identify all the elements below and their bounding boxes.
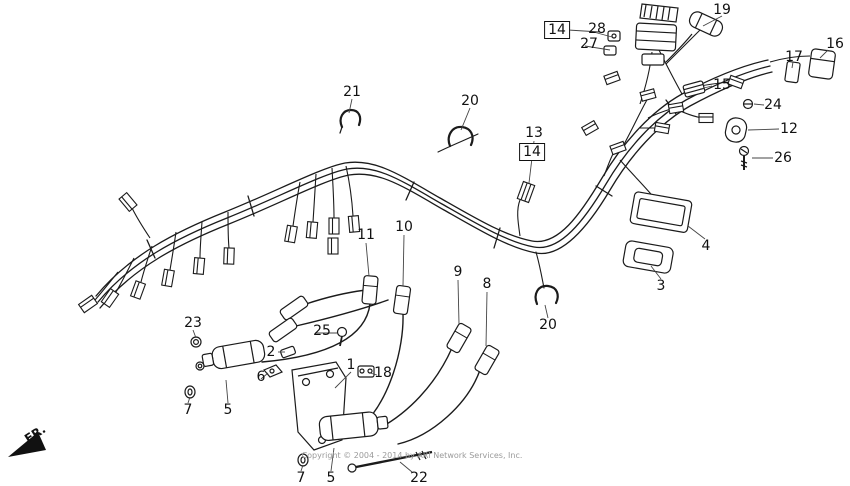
callout-4: 4: [701, 238, 711, 254]
callout-10: 10: [395, 219, 413, 235]
callout-5-lower: 5: [326, 470, 336, 486]
plug-cap-10: [392, 284, 412, 316]
callout-14-mid: 14: [519, 143, 545, 161]
callout-20-bottom: 20: [539, 317, 557, 333]
callout-17: 17: [785, 49, 803, 65]
part-15-connector: [682, 80, 706, 98]
spark-plug-wires: [261, 275, 500, 445]
clamp-20-bottom: [534, 284, 559, 306]
part-4-cdi-unit: [629, 191, 693, 233]
part-26-screw: [738, 145, 750, 170]
part-25-bolt: [336, 326, 348, 347]
part-18-terminal: [357, 365, 375, 378]
plug-cap-8: [474, 344, 500, 376]
callout-12: 12: [780, 121, 798, 137]
callout-21: 21: [343, 84, 361, 100]
copyright-watermark: Copyright © 2004 - 2014 by ARI Network S…: [301, 451, 523, 460]
part-3-holder: [622, 240, 674, 274]
clamp-21: [339, 108, 362, 129]
callout-11: 11: [357, 227, 375, 243]
ignition-coil-5-upper: [201, 339, 266, 370]
relay-assembly: [603, 3, 679, 66]
callout-18: 18: [374, 365, 392, 381]
callout-22: 22: [410, 470, 428, 486]
callout-3: 3: [656, 278, 666, 294]
leader-lines: [187, 15, 829, 473]
callout-20-top: 20: [461, 93, 479, 109]
part-7-grommet-upper: [184, 385, 196, 399]
plug-cap: [279, 295, 309, 321]
left-branch-connectors: [77, 191, 235, 314]
part-23-nut: [190, 336, 205, 371]
callout-2: 2: [266, 344, 276, 360]
ignition-coil-5-lower: [318, 411, 389, 442]
callout-7-upper: 7: [183, 402, 193, 418]
callout-16: 16: [826, 36, 844, 52]
callout-19: 19: [713, 2, 731, 18]
callout-26: 26: [774, 150, 792, 166]
part-27: [603, 45, 617, 56]
connector-13: [516, 180, 536, 237]
callout-6: 6: [256, 369, 266, 385]
part-17-cover: [784, 60, 801, 84]
callout-13: 13: [525, 125, 543, 141]
middle-branch-connectors: [284, 165, 361, 255]
callout-25: 25: [313, 323, 331, 339]
callout-27: 27: [580, 36, 598, 52]
callout-28: 28: [588, 21, 606, 37]
main-harness: [95, 59, 773, 309]
part-2-clamp: [280, 345, 296, 359]
part-22-bolt: [347, 450, 433, 473]
plug-cap: [268, 317, 298, 343]
part-12-grommet: [724, 117, 748, 143]
right-side-parts: [682, 48, 836, 170]
callout-9: 9: [453, 264, 463, 280]
part-16-unit: [808, 48, 836, 80]
callout-1: 1: [346, 357, 356, 373]
plug-cap-11: [361, 275, 379, 305]
right-cluster: [580, 29, 811, 177]
callout-8: 8: [482, 276, 492, 292]
plug-cap-9: [446, 322, 472, 354]
callout-23: 23: [184, 315, 202, 331]
coils-and-bracket: [184, 326, 433, 473]
callout-24: 24: [764, 97, 782, 113]
part-24-bolt: [742, 98, 754, 110]
callout-14-top: 14: [544, 21, 570, 39]
callout-7-lower: 7: [296, 470, 306, 486]
part-6-stay: [263, 364, 283, 378]
callout-15: 15: [713, 77, 731, 93]
fr-direction-arrow-icon: [8, 432, 46, 457]
cdi-and-holder: [619, 159, 693, 274]
callout-5-upper: 5: [223, 402, 233, 418]
